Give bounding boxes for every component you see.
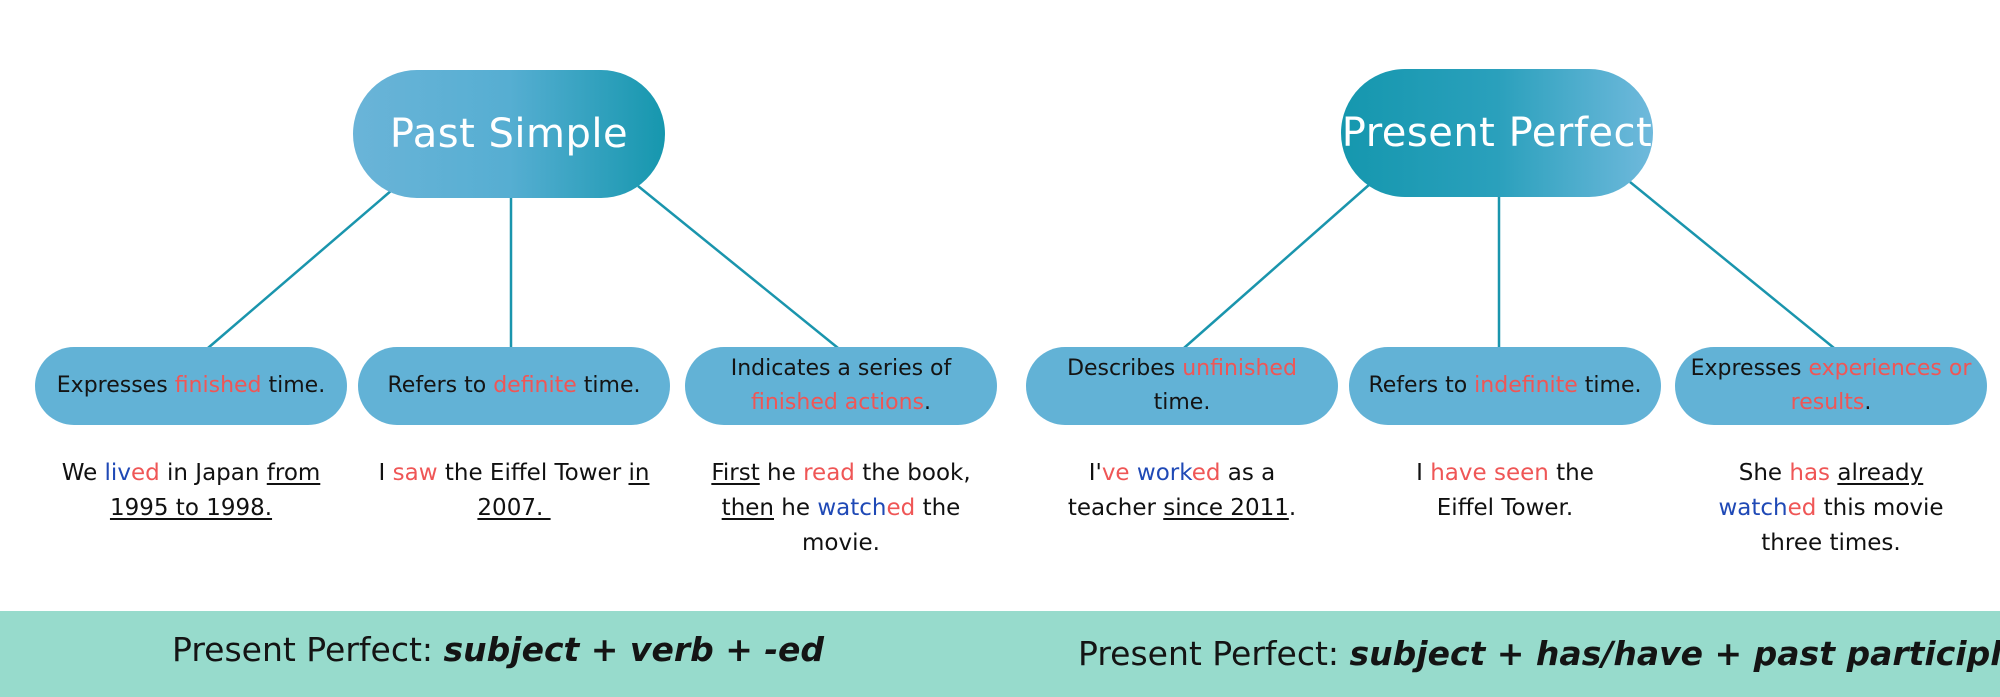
perfect-formula: Present Perfect: subject + has/have + pa…	[1078, 634, 2000, 673]
past-example-sequence: First he read the book, then he watched …	[711, 460, 971, 556]
rule-highlight: indefinite	[1474, 373, 1578, 398]
connector-perfect-1	[1183, 183, 1371, 349]
past-rule-definite-time: Refers to definite time.	[358, 347, 670, 425]
past-simple-title: Past Simple	[353, 70, 665, 198]
past-formula-label: Present Perfect:	[172, 630, 444, 669]
rule-highlight: unfinished	[1182, 356, 1297, 381]
perfect-example-eiffel: I have seen the Eiffel Tower.	[1416, 460, 1594, 521]
rule-highlight: experiences or results	[1790, 356, 1972, 415]
past-example-japan: We lived in Japan from 1995 to 1998.	[61, 460, 321, 521]
rule-highlight: finished actions	[751, 390, 924, 415]
connector-perfect-3	[1629, 181, 1835, 349]
perfect-formula-label: Present Perfect:	[1078, 634, 1350, 673]
connector-past-1	[207, 189, 393, 349]
perfect-rule-unfinished-time: Describes unfinished time.	[1026, 347, 1338, 425]
perfect-rule-indefinite-time: Refers to indefinite time.	[1349, 347, 1661, 425]
perfect-example-movie: She has already watched this movie three…	[1718, 460, 1944, 556]
perfect-rule-experiences-results: Expresses experiences or results.	[1675, 347, 1987, 425]
past-formula-text: subject + verb + -ed	[443, 630, 825, 669]
perfect-formula-text: subject + has/have + past participle	[1349, 634, 2000, 673]
past-rule-series-actions: Indicates a series of finished actions.	[685, 347, 997, 425]
past-rule-finished-time: Expresses finished time.	[35, 347, 347, 425]
connector-past-3	[637, 185, 839, 349]
present-perfect-title: Present Perfect	[1341, 69, 1653, 197]
past-simple-title-text: Past Simple	[389, 111, 629, 157]
perfect-example-teacher: I've worked as a teacher since 2011.	[1067, 460, 1297, 521]
past-example-eiffel: I saw the Eiffel Tower in 2007.	[378, 460, 650, 521]
present-perfect-title-text: Present Perfect	[1341, 110, 1653, 156]
formula-band	[0, 611, 2000, 697]
past-formula: Present Perfect: subject + verb + -ed	[172, 630, 824, 669]
rule-highlight: finished	[174, 373, 262, 398]
rule-highlight: definite	[493, 373, 577, 398]
